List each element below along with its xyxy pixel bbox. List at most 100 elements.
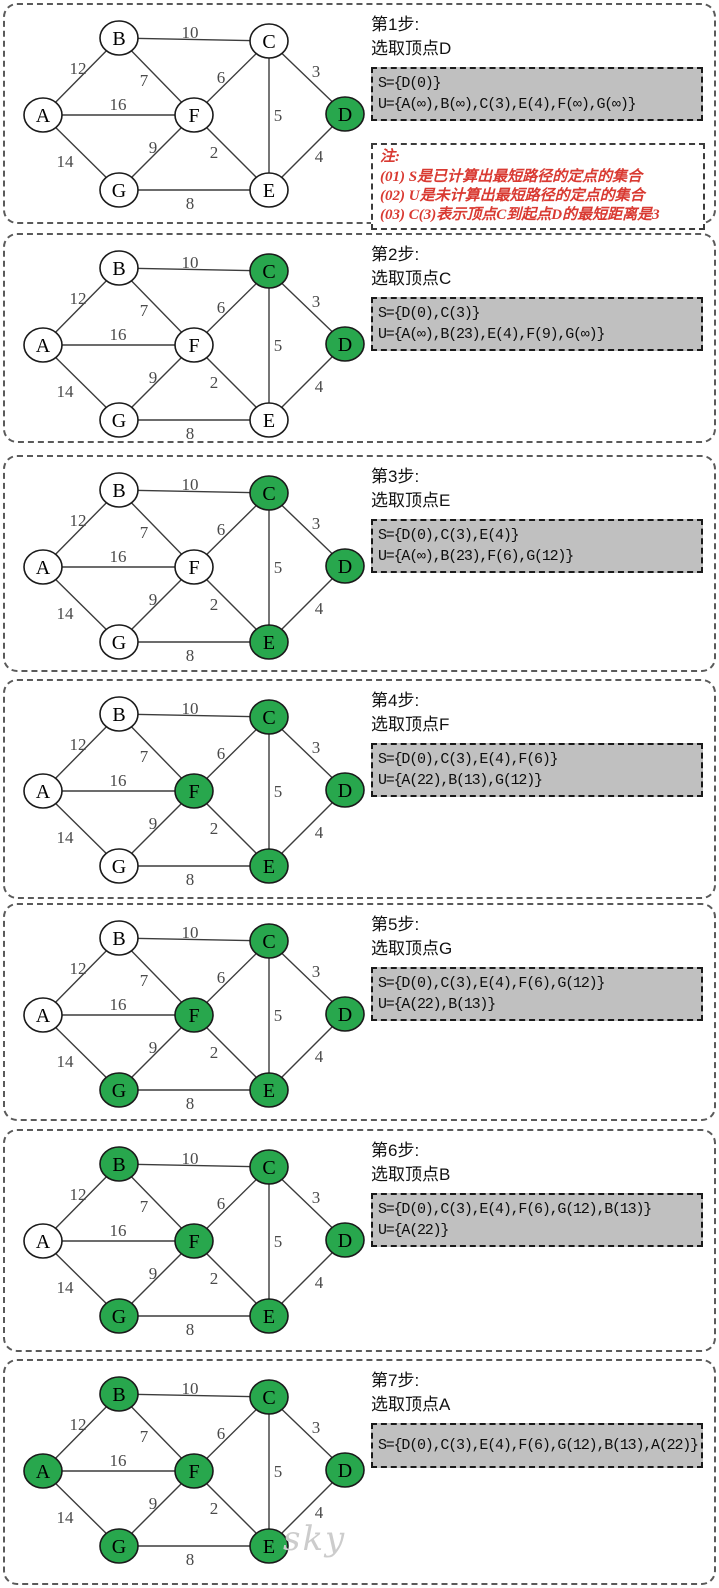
step-action: 选取顶点B — [371, 1165, 451, 1184]
vertex-label: A — [36, 335, 51, 357]
vertex-label: E — [263, 1080, 275, 1102]
vertex-label: G — [112, 180, 126, 202]
vertex-label: F — [188, 557, 199, 579]
edge-weight-label: 6 — [217, 520, 226, 539]
edge-weight-label: 2 — [210, 819, 219, 838]
vertex-A-selected — [23, 1453, 63, 1489]
u-set-line: U={A(22),B(13)} — [378, 996, 496, 1013]
edge-weight-label: 6 — [217, 1194, 226, 1213]
vertex-F-selected — [174, 773, 214, 809]
edge-weight-label: 8 — [186, 646, 195, 665]
vertex-C-selected — [249, 923, 289, 959]
vertex-B — [99, 250, 139, 286]
s-set-line: S={D(0),C(3),E(4)} — [378, 527, 520, 544]
vertex-label: B — [112, 480, 125, 502]
vertex-label: F — [188, 1461, 199, 1483]
step-title: 第7步: 选取顶点A — [371, 1369, 450, 1417]
vertex-E-selected — [249, 624, 289, 660]
vertex-A — [23, 1223, 63, 1259]
edge-BC — [118, 267, 270, 272]
vertex-label: F — [188, 335, 199, 357]
vertex-G — [99, 624, 139, 660]
vertex-F-selected — [174, 997, 214, 1033]
vertex-label: C — [262, 31, 275, 53]
step-action: 选取顶点A — [371, 1395, 451, 1414]
vertex-F-selected — [174, 1223, 214, 1259]
vertex-label: E — [263, 856, 275, 878]
step-number: 第4步: — [371, 691, 420, 710]
vertex-label: D — [338, 1230, 352, 1252]
edge-weight-label: 4 — [315, 599, 324, 618]
set-status-box: S={D(0),C(3),E(4),F(6)}U={A(22),B(13),G(… — [371, 743, 703, 797]
vertex-label: C — [262, 261, 275, 283]
edge-weight-label: 8 — [186, 1550, 195, 1569]
edge-weight-label: 7 — [140, 1197, 149, 1216]
vertex-label: C — [262, 931, 275, 953]
vertex-label: F — [188, 1231, 199, 1253]
vertex-label: E — [263, 1536, 275, 1558]
vertex-label: A — [36, 557, 51, 579]
s-set-line: S={D(0),C(3)} — [378, 305, 481, 322]
u-set-line: U={A(22)} — [378, 1222, 449, 1239]
edge-weight-label: 14 — [57, 382, 75, 401]
step-title: 第2步:选取顶点C — [371, 243, 451, 291]
edge-weight-label: 2 — [210, 1499, 219, 1518]
vertex-label: B — [112, 1154, 125, 1176]
edge-weight-label: 5 — [274, 782, 283, 801]
s-set-line: S={D(0),C(3),E(4),F(6),G(12)} — [378, 975, 605, 992]
vertex-B — [99, 472, 139, 508]
edge-weight-label: 5 — [274, 336, 283, 355]
note-line: (02) U是未计算出最短路径的定点的集合 — [380, 188, 645, 204]
step-number: 第2步: — [371, 245, 420, 264]
edge-weight-label: 14 — [57, 828, 75, 847]
vertex-label: B — [112, 928, 125, 950]
edge-weight-label: 10 — [182, 923, 199, 942]
edge-weight-label: 7 — [140, 71, 149, 90]
vertex-label: G — [112, 856, 126, 878]
vertex-label: D — [338, 1004, 352, 1026]
edge-weight-label: 14 — [57, 1278, 75, 1297]
vertex-label: F — [188, 781, 199, 803]
edge-BC — [118, 1393, 270, 1398]
set-status-box: S={D(0),C(3)} U={A(∞),B(23),E(4),F(9),G(∞… — [371, 297, 703, 351]
step-title: 第4步:选取顶点F — [371, 689, 449, 737]
edge-weight-label: 16 — [110, 1221, 127, 1240]
edge-weight-label: 16 — [110, 995, 127, 1014]
edge-weight-label: 16 — [110, 547, 127, 566]
edge-BC — [118, 713, 270, 718]
edge-weight-label: 12 — [70, 735, 87, 754]
set-status-box: S={D(0),C(3),E(4)}U={A(∞),B(23),F(6),G(1… — [371, 519, 703, 573]
edge-weight-label: 12 — [70, 1185, 87, 1204]
edge-weight-label: 10 — [182, 475, 199, 494]
edge-weight-label: 4 — [315, 147, 324, 166]
edge-weight-label: 9 — [149, 1494, 158, 1513]
note-box: 注:(01) S是已计算出最短路径的定点的集合(02) U是未计算出最短路径的定… — [371, 143, 705, 230]
vertex-G-selected — [99, 1298, 139, 1334]
vertex-label: A — [36, 1005, 51, 1027]
step-number: 第7步: — [371, 1371, 420, 1390]
vertex-E-selected — [249, 848, 289, 884]
vertex-E-selected — [249, 1072, 289, 1108]
vertex-G-selected — [99, 1528, 139, 1564]
u-set-line: U={A(∞),B(23),E(4),F(9),G(∞)} — [378, 326, 605, 343]
s-set-line: S={D(0),C(3),E(4),F(6)} — [378, 751, 559, 768]
edge-weight-label: 10 — [182, 1149, 199, 1168]
edge-weight-label: 3 — [312, 62, 321, 81]
vertex-B — [99, 696, 139, 732]
note-line: (01) S是已计算出最短路径的定点的集合 — [380, 169, 643, 185]
edge-weight-label: 5 — [274, 558, 283, 577]
vertex-E — [249, 402, 289, 438]
step-title: 第3步:选取顶点E — [371, 465, 450, 513]
edge-weight-label: 16 — [110, 771, 127, 790]
edge-weight-label: 16 — [110, 1451, 127, 1470]
vertex-label: G — [112, 1080, 126, 1102]
edge-weight-label: 2 — [210, 595, 219, 614]
vertex-A — [23, 549, 63, 585]
edge-weight-label: 9 — [149, 368, 158, 387]
vertex-label: E — [263, 1306, 275, 1328]
vertex-label: D — [338, 556, 352, 578]
